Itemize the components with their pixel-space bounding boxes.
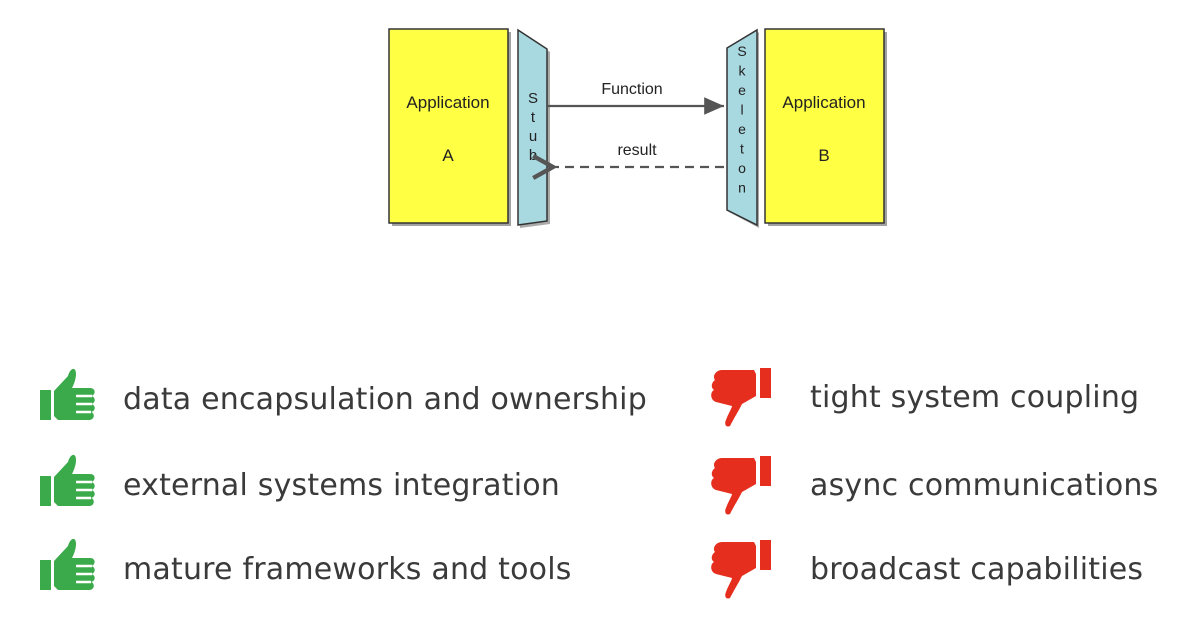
pro-item: external systems integration (36, 450, 560, 520)
thumbs-down-icon (708, 534, 774, 604)
result-label: result (617, 142, 657, 159)
con-label: broadcast capabilities (810, 551, 1144, 587)
application-a-box: Application A (388, 28, 511, 226)
application-b-letter: B (818, 146, 829, 165)
con-label: async communications (810, 467, 1159, 503)
con-item: async communications (708, 450, 1158, 520)
thumbs-up-icon (36, 534, 102, 604)
application-b-title: Application (782, 93, 865, 112)
thumbs-up-icon (36, 450, 102, 520)
application-a-title: Application (406, 93, 489, 112)
pro-item: data encapsulation and ownership (36, 364, 647, 434)
con-item: broadcast capabilities (708, 534, 1143, 604)
thumbs-down-icon (708, 450, 774, 520)
result-return-arrow: result (553, 142, 724, 167)
con-label: tight system coupling (810, 379, 1140, 415)
application-b-box: Application B (764, 28, 887, 226)
pro-label: data encapsulation and ownership (123, 381, 647, 417)
function-call-arrow: Function (548, 81, 724, 115)
application-a-letter: A (442, 146, 454, 165)
thumbs-up-icon (36, 364, 102, 434)
pro-label: external systems integration (123, 467, 560, 503)
function-label: Function (601, 81, 662, 98)
pro-label: mature frameworks and tools (123, 551, 572, 587)
thumbs-down-icon (708, 362, 774, 432)
con-item: tight system coupling (708, 362, 1139, 432)
pro-item: mature frameworks and tools (36, 534, 572, 604)
